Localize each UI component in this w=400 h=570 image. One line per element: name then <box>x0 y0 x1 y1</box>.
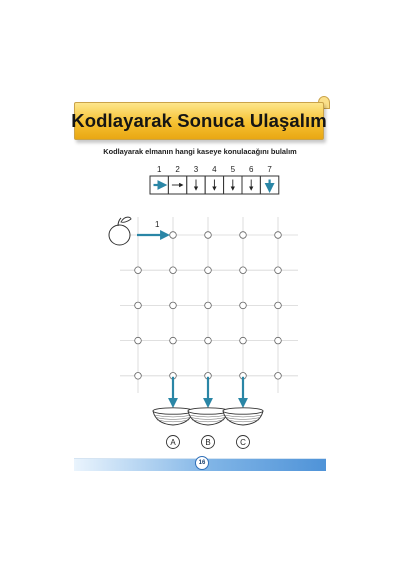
grid-node <box>239 266 247 274</box>
bowl-label: C <box>240 438 246 447</box>
code-step-number: 3 <box>194 165 199 174</box>
grid-node <box>239 336 247 345</box>
apple-icon <box>108 216 132 246</box>
bowl-label-circle <box>201 435 215 449</box>
code-step-number: 6 <box>249 165 254 174</box>
bowl-b: B <box>187 376 229 449</box>
grid-node <box>239 301 247 310</box>
grid-node <box>134 372 142 380</box>
grid-node <box>204 266 212 274</box>
grid-node <box>274 372 282 380</box>
bowl-label: B <box>205 438 210 447</box>
grid-node <box>169 231 177 239</box>
bowl-a: A <box>152 376 194 449</box>
grid-node <box>204 336 212 345</box>
grid-node <box>134 336 142 345</box>
grid-node <box>239 231 247 239</box>
page-number: 16 <box>195 456 209 470</box>
bowl-label: A <box>170 438 176 447</box>
instruction-text: Kodlayarak elmanın hangi kaseye konulaca… <box>103 147 297 156</box>
bowls: A B C <box>152 376 264 449</box>
page-title: Kodlayarak Sonuca Ulaşalım <box>71 110 327 131</box>
grid-node <box>204 231 212 239</box>
grid-node <box>274 301 282 310</box>
code-step-number: 5 <box>231 165 236 174</box>
start-area: 1 <box>108 216 160 246</box>
bowl-icon <box>222 410 264 426</box>
grid-node <box>274 336 282 345</box>
grid-node <box>169 266 177 274</box>
grid-node <box>134 301 142 310</box>
code-step-number: 7 <box>267 165 272 174</box>
code-step-number: 2 <box>175 165 180 174</box>
code-step-number: 4 <box>212 165 217 174</box>
title-banner: Kodlayarak Sonuca Ulaşalım <box>71 96 330 140</box>
bowl-label-circle <box>236 435 250 449</box>
start-step-label: 1 <box>155 220 160 229</box>
grid-node <box>274 266 282 274</box>
bowl-c: C <box>222 376 264 449</box>
grid-node <box>274 231 282 239</box>
grid-node <box>169 336 177 345</box>
banner-body: Kodlayarak Sonuca Ulaşalım <box>71 102 327 140</box>
code-step-number: 1 <box>157 165 162 174</box>
grid-node <box>204 301 212 310</box>
grid <box>120 217 298 393</box>
bowl-label-circle <box>166 435 180 449</box>
code-strip: 1 2 3 4 5 6 7 <box>149 165 280 195</box>
grid-node <box>134 266 142 274</box>
grid-node <box>169 301 177 310</box>
